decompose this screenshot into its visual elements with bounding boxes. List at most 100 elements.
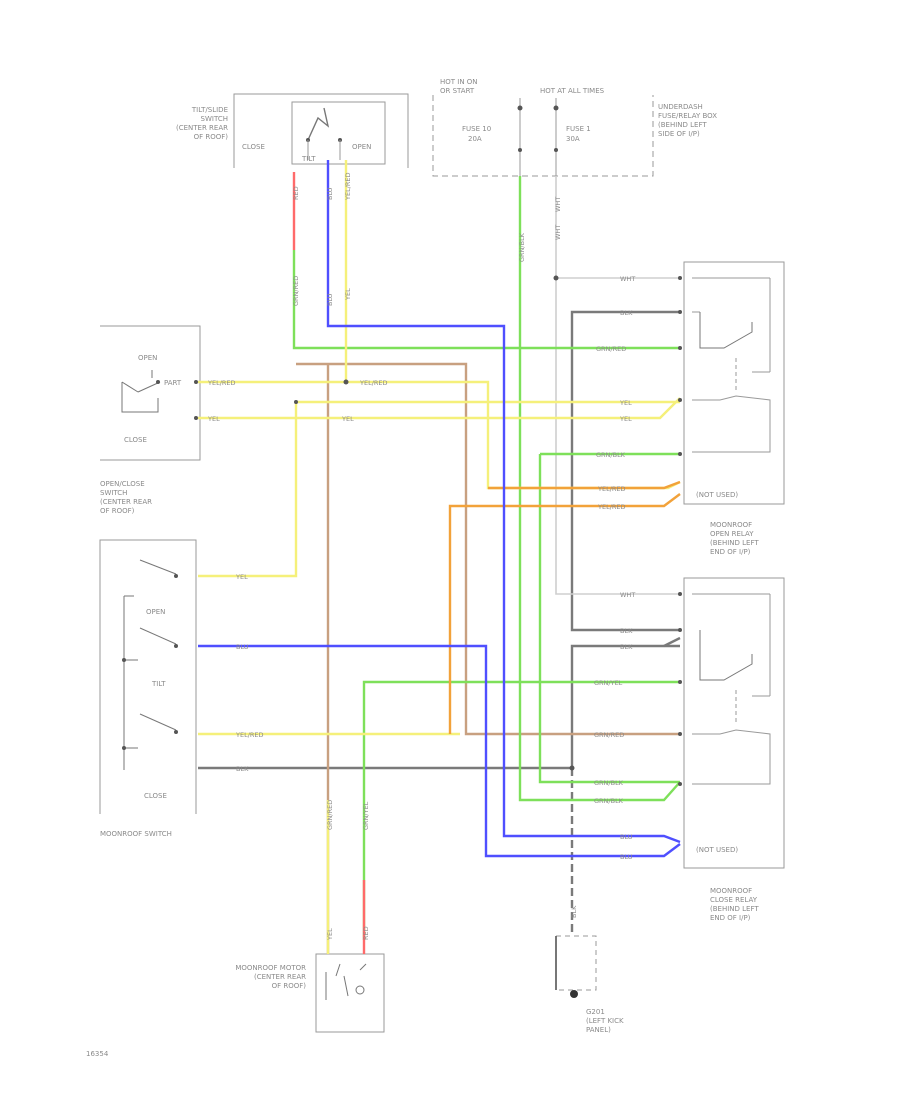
- wires-white: [555, 176, 680, 595]
- svg-text:HOT AT ALL TIMES: HOT AT ALL TIMES: [540, 87, 605, 95]
- svg-text:20A: 20A: [468, 135, 482, 143]
- svg-text:SWITCH: SWITCH: [100, 489, 127, 497]
- svg-text:CLOSE RELAY: CLOSE RELAY: [710, 896, 758, 904]
- svg-text:G201: G201: [586, 1008, 605, 1016]
- svg-text:OPEN RELAY: OPEN RELAY: [710, 530, 754, 538]
- svg-text:WHT: WHT: [620, 591, 635, 599]
- svg-text:GRN/BLK: GRN/BLK: [518, 232, 526, 262]
- tilt-slide-switch: [233, 93, 409, 168]
- svg-text:OF ROOF): OF ROOF): [194, 133, 229, 141]
- svg-text:GRN/RED: GRN/RED: [326, 800, 334, 830]
- svg-text:(NOT USED): (NOT USED): [696, 491, 738, 499]
- svg-text:FUSE/RELAY BOX: FUSE/RELAY BOX: [658, 112, 717, 120]
- svg-text:CLOSE: CLOSE: [124, 436, 147, 444]
- svg-text:OPEN: OPEN: [146, 608, 165, 616]
- svg-text:OPEN: OPEN: [138, 354, 157, 362]
- svg-text:GRN/BLK: GRN/BLK: [596, 451, 626, 459]
- svg-text:GRN/RED: GRN/RED: [594, 731, 624, 739]
- svg-text:BLK: BLK: [570, 905, 578, 918]
- svg-text:UNDERDASH: UNDERDASH: [658, 103, 703, 111]
- svg-text:WHT: WHT: [620, 275, 635, 283]
- svg-text:YEL/RED: YEL/RED: [359, 379, 388, 387]
- svg-text:(BEHIND LEFT: (BEHIND LEFT: [710, 539, 759, 547]
- svg-text:(NOT USED): (NOT USED): [696, 846, 738, 854]
- svg-text:(CENTER REAR: (CENTER REAR: [100, 498, 152, 506]
- svg-text:OPEN: OPEN: [352, 143, 371, 151]
- svg-text:BLK: BLK: [620, 643, 633, 651]
- svg-text:YEL: YEL: [235, 573, 248, 581]
- wires-orange: [448, 480, 681, 734]
- svg-text:BLK: BLK: [236, 765, 249, 773]
- wires-red: [292, 172, 366, 954]
- svg-text:TILT/SLIDE: TILT/SLIDE: [191, 106, 228, 114]
- wires-blue: [198, 160, 681, 858]
- svg-text:MOONROOF: MOONROOF: [710, 521, 752, 529]
- svg-text:GRN/BLK: GRN/BLK: [594, 797, 624, 805]
- svg-text:SWITCH: SWITCH: [201, 115, 228, 123]
- svg-text:CLOSE: CLOSE: [242, 143, 265, 151]
- svg-text:SIDE OF I/P): SIDE OF I/P): [658, 130, 700, 138]
- svg-text:PART: PART: [164, 379, 182, 387]
- svg-text:(CENTER REAR: (CENTER REAR: [176, 124, 228, 132]
- svg-text:RED: RED: [292, 186, 300, 200]
- svg-text:FUSE 1: FUSE 1: [566, 125, 591, 133]
- svg-text:RED: RED: [362, 926, 370, 940]
- svg-text:YEL/RED: YEL/RED: [235, 731, 264, 739]
- svg-text:(BEHIND LEFT: (BEHIND LEFT: [658, 121, 707, 129]
- moonroof-open-relay-labels: (NOT USED) MOONROOF OPEN RELAY (BEHIND L…: [696, 491, 759, 556]
- svg-text:GRN/RED: GRN/RED: [596, 345, 626, 353]
- svg-text:YEL: YEL: [207, 415, 220, 423]
- svg-text:OF ROOF): OF ROOF): [272, 982, 307, 990]
- svg-text:WHT: WHT: [554, 197, 562, 212]
- figure-id: 16354: [86, 1050, 109, 1058]
- svg-text:OF ROOF): OF ROOF): [100, 507, 135, 515]
- splice-dots: [294, 276, 682, 786]
- svg-text:BLU: BLU: [236, 643, 249, 651]
- fuse-relay-box: [432, 95, 654, 177]
- svg-text:GRN/YEL: GRN/YEL: [362, 801, 370, 830]
- svg-text:END OF I/P): END OF I/P): [710, 548, 751, 556]
- svg-text:OPEN/CLOSE: OPEN/CLOSE: [100, 480, 145, 488]
- svg-text:TILT: TILT: [151, 680, 166, 688]
- moonroof-motor-label: MOONROOF MOTOR (CENTER REAR OF ROOF): [235, 964, 306, 990]
- svg-text:YEL: YEL: [619, 399, 632, 407]
- svg-text:YEL: YEL: [344, 288, 352, 301]
- moonroof-close-relay-labels: (NOT USED) MOONROOF CLOSE RELAY (BEHIND …: [696, 846, 759, 922]
- svg-text:YEL/RED: YEL/RED: [597, 485, 626, 493]
- svg-text:(CENTER REAR: (CENTER REAR: [254, 973, 306, 981]
- svg-text:BLU: BLU: [326, 187, 334, 200]
- open-close-switch-top-labels: OPEN PART CLOSE: [124, 354, 182, 444]
- svg-text:GRN/RED: GRN/RED: [292, 276, 300, 306]
- svg-text:PANEL): PANEL): [586, 1026, 611, 1034]
- svg-text:MOONROOF: MOONROOF: [710, 887, 752, 895]
- wire-labels: YEL/RED YEL/RED YEL YEL YEL YEL GRN/RED …: [207, 172, 635, 941]
- svg-text:GRN/BLK: GRN/BLK: [594, 779, 624, 787]
- svg-text:MOONROOF SWITCH: MOONROOF SWITCH: [100, 830, 172, 838]
- svg-text:FUSE 10: FUSE 10: [462, 125, 491, 133]
- svg-text:BLK: BLK: [620, 627, 633, 635]
- ground-g201: [555, 935, 597, 998]
- svg-text:YEL/RED: YEL/RED: [344, 172, 352, 201]
- svg-text:TILT: TILT: [301, 155, 316, 163]
- svg-text:MOONROOF MOTOR: MOONROOF MOTOR: [235, 964, 306, 972]
- fuse-relay-box-labels: HOT IN ON OR START HOT AT ALL TIMES FUSE…: [440, 78, 717, 143]
- svg-text:BLU: BLU: [620, 833, 633, 841]
- svg-text:CLOSE: CLOSE: [144, 792, 167, 800]
- svg-text:BLK: BLK: [620, 309, 633, 317]
- moonroof-close-relay: [683, 577, 785, 869]
- open-close-switch-top: [100, 325, 201, 461]
- svg-text:YEL/RED: YEL/RED: [207, 379, 236, 387]
- moonroof-switch-labels: OPEN TILT CLOSE MOONROOF SWITCH: [100, 608, 172, 838]
- svg-text:(BEHIND LEFT: (BEHIND LEFT: [710, 905, 759, 913]
- svg-text:BLU: BLU: [620, 853, 633, 861]
- svg-text:YEL/RED: YEL/RED: [597, 503, 626, 511]
- svg-text:GRN/YEL: GRN/YEL: [594, 679, 623, 687]
- svg-text:30A: 30A: [566, 135, 580, 143]
- moonroof-motor: [315, 953, 385, 1033]
- svg-text:OR START: OR START: [440, 87, 475, 95]
- moonroof-open-relay: [683, 261, 785, 505]
- svg-text:YEL: YEL: [619, 415, 632, 423]
- splice-white: [553, 275, 559, 281]
- wires-gray: [198, 310, 681, 990]
